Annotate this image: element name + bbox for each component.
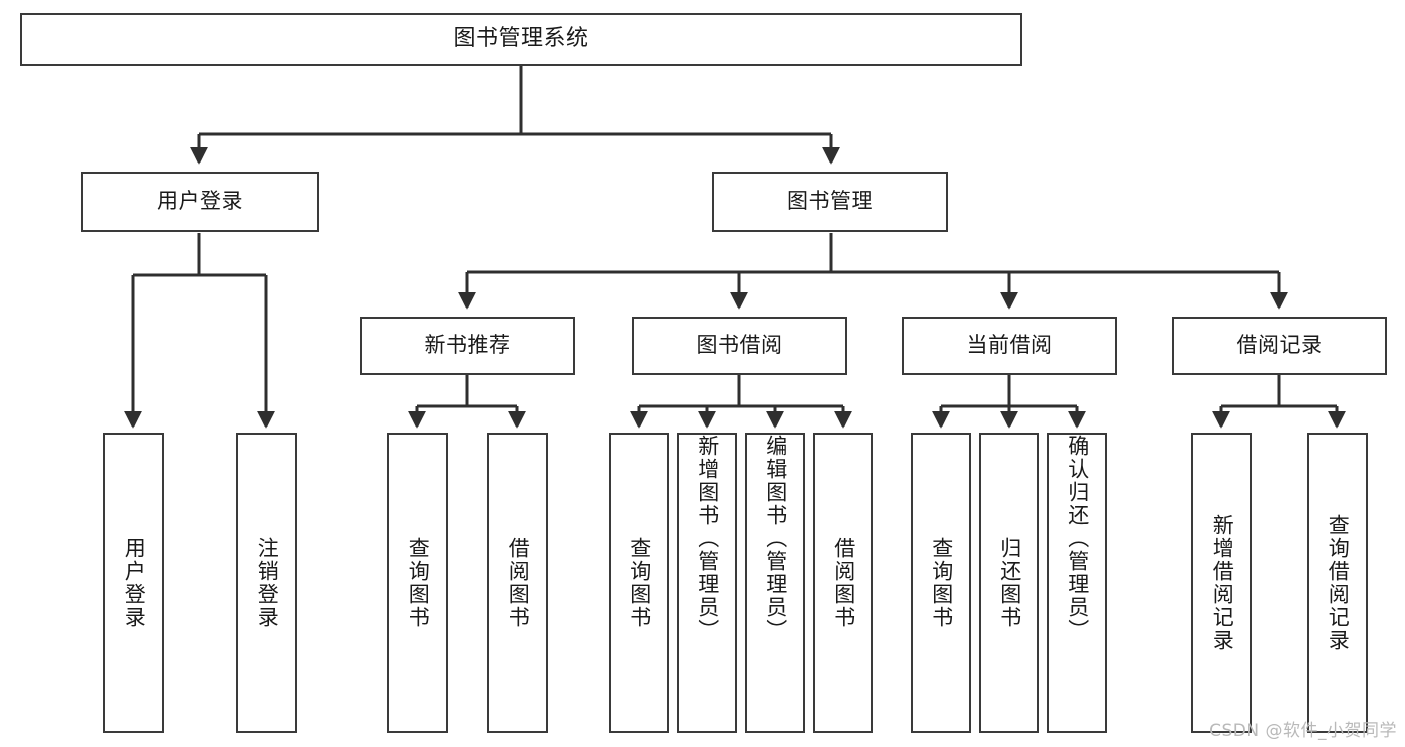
leaf-bb-borrow-book[interactable]: 借阅图书 [813,433,873,733]
node-label: 查询图书 [627,537,652,629]
csdn-watermark: CSDN @软件_小贺同学 [1209,721,1397,741]
node-current-borrow[interactable]: 当前借阅 [902,317,1117,375]
node-book-management[interactable]: 图书管理 [712,172,948,232]
node-label: 新增借阅记录 [1210,514,1235,652]
leaf-nb-borrow-book[interactable]: 借阅图书 [487,433,548,733]
node-label: 查询图书 [929,537,954,629]
node-label: 图书管理 [787,189,873,214]
leaf-bb-add-book-admin[interactable]: 新增图书（管理员） [677,433,737,733]
node-label: 编辑图书（管理员） [763,435,788,642]
leaf-user-login[interactable]: 用户登录 [103,433,164,733]
node-book-borrow[interactable]: 图书借阅 [632,317,847,375]
node-label: 图书借阅 [696,333,783,358]
node-label: 用户登录 [122,537,147,629]
node-label: 借阅图书 [831,537,856,629]
node-label: 查询借阅记录 [1326,514,1351,652]
node-label: 归还图书 [997,537,1022,629]
leaf-bb-query-book[interactable]: 查询图书 [609,433,669,733]
leaf-br-query-record[interactable]: 查询借阅记录 [1307,433,1368,733]
node-label: 当前借阅 [966,333,1053,358]
leaf-nb-query-book[interactable]: 查询图书 [387,433,448,733]
leaf-cb-confirm-return-admin[interactable]: 确认归还（管理员） [1047,433,1107,733]
leaf-cb-query-book[interactable]: 查询图书 [911,433,971,733]
node-root-book-management-system[interactable]: 图书管理系统 [20,13,1022,66]
node-user-login[interactable]: 用户登录 [81,172,319,232]
node-label: 确认归还（管理员） [1065,435,1090,642]
leaf-br-add-record[interactable]: 新增借阅记录 [1191,433,1252,733]
node-new-book-recommend[interactable]: 新书推荐 [360,317,575,375]
leaf-bb-edit-book-admin[interactable]: 编辑图书（管理员） [745,433,805,733]
node-label: 图书管理系统 [453,26,589,52]
leaf-logout[interactable]: 注销登录 [236,433,297,733]
leaf-cb-return-book[interactable]: 归还图书 [979,433,1039,733]
node-label: 新增图书（管理员） [695,435,720,642]
node-label: 用户登录 [157,189,243,214]
node-label: 查询图书 [406,537,431,629]
node-label: 借阅记录 [1236,333,1323,358]
node-label: 注销登录 [255,537,280,629]
node-label: 借阅图书 [506,537,531,629]
node-label: 新书推荐 [424,333,511,358]
node-borrow-record[interactable]: 借阅记录 [1172,317,1387,375]
